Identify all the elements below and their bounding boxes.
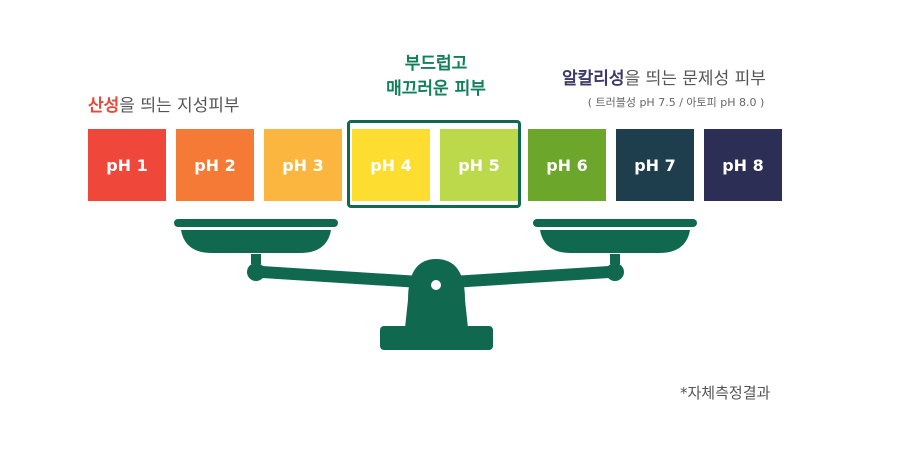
ph-box-7: pH 7 (616, 129, 694, 201)
ph-box-label: pH 8 (722, 155, 764, 175)
neutral-label-line2: 매끄러운 피부 (386, 79, 486, 99)
ph-box-label: pH 4 (370, 155, 412, 175)
alkaline-sub-label: ( 트러블성 pH 7.5 / 아토피 pH 8.0 ) (587, 96, 765, 109)
right-pan-bowl (540, 230, 690, 253)
acidic-highlight: 산성 (88, 96, 120, 116)
scale-body (405, 259, 468, 328)
ph-box-5: pH 5 (440, 129, 518, 201)
ph-box-2: pH 2 (176, 129, 254, 201)
ph-box-1: pH 1 (88, 129, 166, 201)
right-hook (610, 254, 620, 264)
ph-box-3: pH 3 (264, 129, 342, 201)
neutral-label-line1: 부드럽고 (404, 54, 468, 74)
ph-box-label: pH 7 (634, 155, 676, 175)
alkaline-highlight: 알칼리성 (562, 69, 625, 89)
ph-box-label: pH 3 (282, 155, 324, 175)
scale-base (380, 326, 493, 350)
acidic-skin-label: 산성을 띄는 지성피부 (88, 91, 240, 116)
footnote: *자체측정결과 (680, 384, 771, 402)
alkaline-label-rest: 을 띄는 문제성 피부 (624, 69, 766, 89)
ph-box-4: pH 4 (352, 129, 430, 201)
left-pan-bowl (181, 230, 331, 253)
right-pan-rim (533, 219, 697, 227)
ph-box-label: pH 5 (458, 155, 500, 175)
scale-center-dot (431, 280, 441, 290)
neutral-skin-label: 부드럽고 매끄러운 피부 (350, 52, 522, 102)
left-pivot (247, 263, 265, 281)
ph-box-6: pH 6 (528, 129, 606, 201)
ph-box-label: pH 2 (194, 155, 236, 175)
left-pan-rim (174, 219, 338, 227)
left-hook (251, 254, 261, 264)
ph-box-8: pH 8 (704, 129, 782, 201)
optimal-range-frame (347, 120, 521, 208)
ph-box-label: pH 1 (106, 155, 148, 175)
right-pivot (606, 263, 624, 281)
ph-box-label: pH 6 (546, 155, 588, 175)
alkaline-skin-label: 알칼리성을 띄는 문제성 피부 (562, 64, 766, 89)
acidic-label-rest: 을 띄는 지성피부 (119, 96, 240, 116)
